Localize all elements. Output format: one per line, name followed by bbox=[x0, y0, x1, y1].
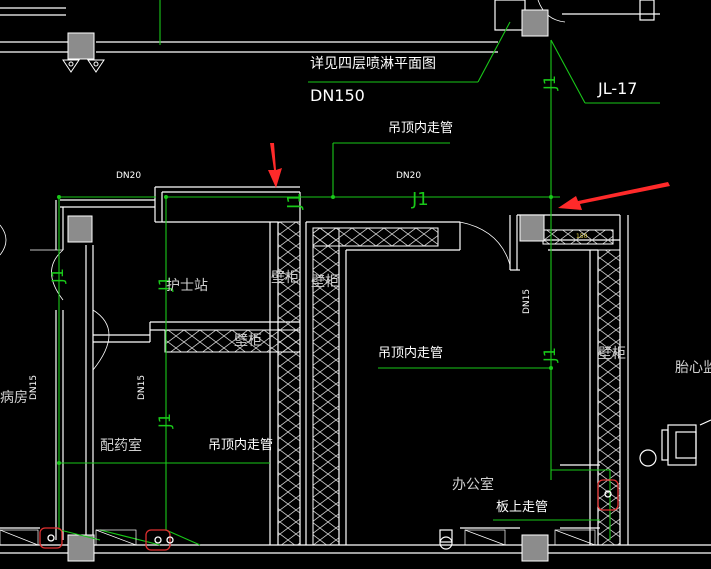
room-wall-cabinet-2: 壁柜 bbox=[311, 274, 339, 290]
column bbox=[67, 534, 95, 562]
room-nurse-station: 护士站 bbox=[166, 278, 208, 294]
room-wall-cabinet-4: 壁柜 bbox=[598, 346, 626, 362]
column bbox=[521, 9, 549, 37]
label-dn20-left: DN20 bbox=[116, 171, 141, 181]
fixture-left bbox=[39, 527, 63, 549]
label-j1-left: J1 bbox=[48, 268, 67, 284]
label-dn15-mid: DN15 bbox=[137, 375, 147, 400]
label-ceiling-mid: 吊顶内走管 bbox=[378, 345, 443, 361]
room-pharmacy: 配药室 bbox=[100, 437, 142, 454]
valve-symbols bbox=[62, 59, 105, 73]
annotation-arrows bbox=[268, 143, 670, 210]
columns bbox=[67, 9, 549, 562]
pipe-nodes bbox=[57, 195, 553, 465]
label-dn15-right: DN15 bbox=[522, 289, 532, 314]
label-gauge: 150 bbox=[576, 233, 588, 240]
label-ceiling-bottom: 吊顶内走管 bbox=[208, 437, 273, 453]
label-jl17: JL-17 bbox=[597, 79, 637, 98]
label-dn150: DN150 bbox=[310, 86, 365, 105]
fixtures bbox=[39, 479, 619, 551]
label-j1-topright: J1 bbox=[540, 75, 559, 91]
pipes bbox=[58, 0, 660, 546]
column bbox=[521, 534, 549, 562]
label-j1-right: J1 bbox=[540, 347, 559, 363]
room-fetal-monitor: 胎心监 bbox=[675, 360, 711, 376]
label-ceiling-top: 吊顶内走管 bbox=[388, 120, 453, 136]
fixture-mid bbox=[145, 529, 171, 551]
fixture-right bbox=[597, 479, 619, 511]
column bbox=[519, 214, 545, 242]
label-slab-pipe: 板上走管 bbox=[496, 500, 548, 515]
floor-tiles bbox=[0, 529, 596, 546]
arrow-right-annotation bbox=[558, 182, 670, 210]
label-dn20-right: DN20 bbox=[396, 171, 421, 181]
room-office: 办公室 bbox=[452, 476, 494, 493]
wall-cabinets bbox=[164, 221, 621, 546]
room-ward: 病房 bbox=[0, 390, 28, 406]
label-j1-top: J1 bbox=[284, 192, 305, 210]
column bbox=[67, 32, 95, 60]
label-dn15-left: DN15 bbox=[29, 375, 39, 400]
arrow-left-annotation bbox=[268, 143, 282, 188]
room-wall-cabinet-3: 壁柜 bbox=[234, 333, 262, 349]
label-j1-main: J1 bbox=[411, 189, 429, 210]
room-wall-cabinet-1: 壁柜 bbox=[271, 270, 299, 286]
label-j1-mid: J1 bbox=[155, 276, 174, 292]
label-see-4f: 详见四层喷淋平面图 bbox=[310, 56, 436, 72]
column bbox=[67, 215, 93, 243]
label-j1-center: J1 bbox=[155, 413, 174, 429]
